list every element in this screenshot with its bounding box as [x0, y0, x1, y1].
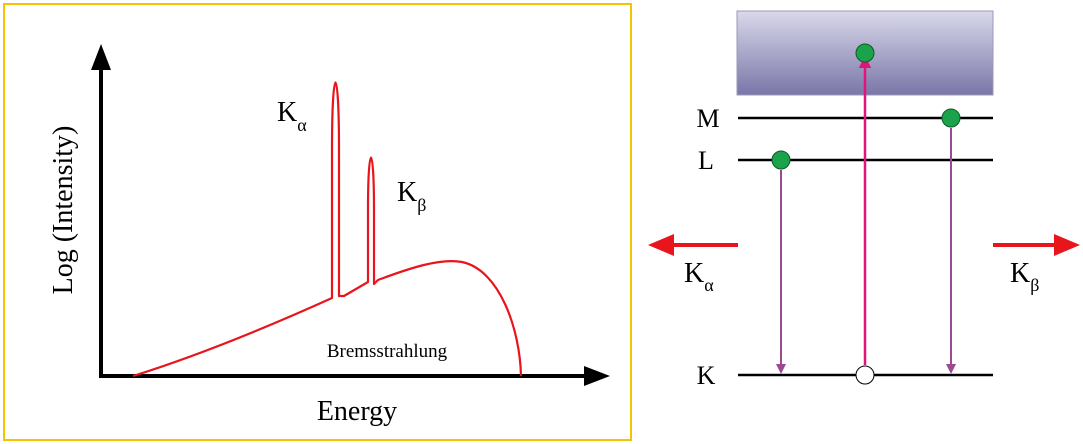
x-axis-arrowhead: [584, 366, 610, 386]
electron-m: [941, 108, 961, 128]
level-label-k: K: [697, 361, 716, 390]
energy-level-panel: M L K Kα Kβ: [648, 10, 1080, 390]
panel-frame: [3, 3, 632, 441]
level-label-m: M: [696, 104, 719, 133]
axes: [91, 44, 610, 386]
y-axis-label: Log (Intensity): [48, 126, 79, 295]
emission-left-label: Kα: [684, 258, 714, 295]
spectrum-panel: Log (Intensity) Energy Bremsstrahlung Kα…: [3, 3, 632, 441]
emission-arrow-right: [993, 234, 1080, 256]
y-axis-arrowhead: [91, 44, 111, 70]
spectrum-curve: [132, 81, 523, 378]
electron-continuum: [855, 43, 875, 63]
level-label-l: L: [698, 146, 714, 175]
emission-arrow-left: [648, 234, 738, 256]
emission-right-label: Kβ: [1010, 258, 1039, 295]
peak-beta-label: Kβ: [397, 177, 426, 215]
peak-alpha-label: Kα: [277, 97, 307, 135]
electron-l: [771, 150, 791, 170]
vacancy-k: [855, 365, 875, 385]
continuum-label: Bremsstrahlung: [327, 341, 448, 362]
x-axis-label: Energy: [317, 396, 397, 427]
